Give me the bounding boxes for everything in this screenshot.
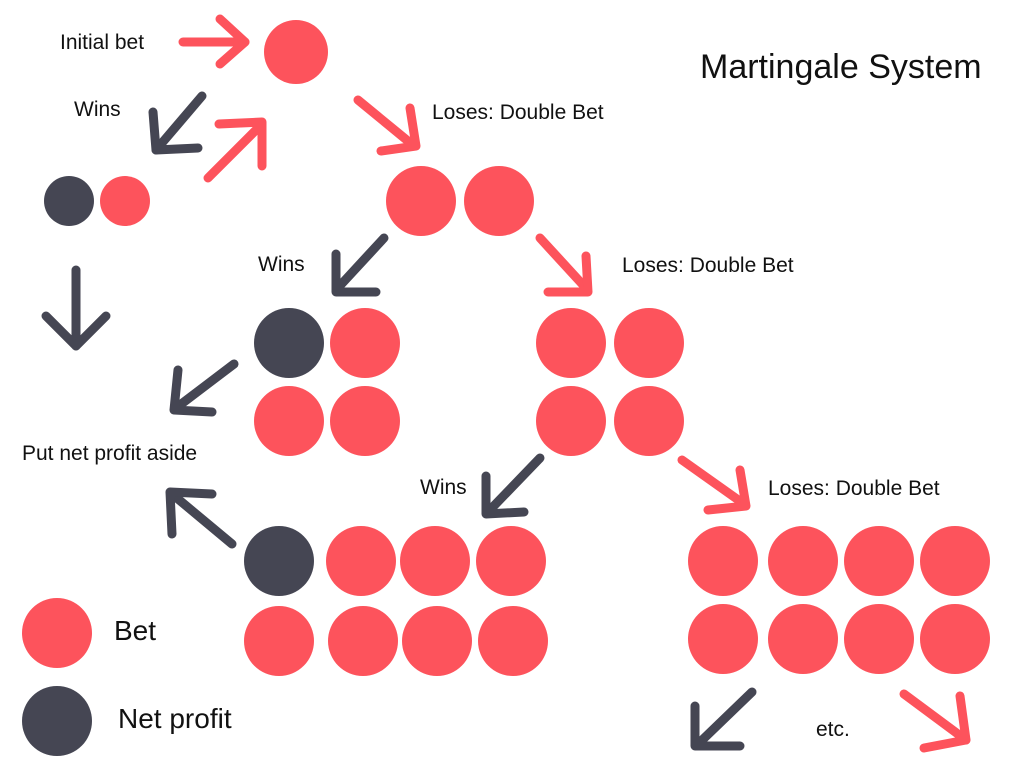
bet-chip xyxy=(768,604,838,674)
arrow-down-left-icon xyxy=(331,233,389,297)
bet-chip xyxy=(330,308,400,378)
profit-chip xyxy=(244,526,314,596)
arrow-down-left-icon xyxy=(690,687,757,751)
bet-chip xyxy=(264,20,328,84)
arrow-right-icon xyxy=(178,14,250,69)
bet-chip xyxy=(536,308,606,378)
label-wins-1: Wins xyxy=(74,98,121,121)
arrow-up-right-icon xyxy=(203,117,267,183)
label-loses-3: Loses: Double Bet xyxy=(768,477,940,500)
legend-bet-swatch xyxy=(22,598,92,668)
profit-chip xyxy=(254,308,324,378)
bet-chip xyxy=(464,166,534,236)
arrow-up-left-icon xyxy=(165,487,237,549)
bet-chip xyxy=(920,604,990,674)
bet-chip xyxy=(328,606,398,676)
arrow-down-right-icon xyxy=(535,233,593,297)
bet-chip xyxy=(688,604,758,674)
label-loses-2: Loses: Double Bet xyxy=(622,254,794,277)
profit-chip xyxy=(44,176,94,226)
label-etc: etc. xyxy=(816,718,850,741)
label-initial-bet: Initial bet xyxy=(60,31,145,54)
arrow-down-right-icon xyxy=(899,689,971,753)
bet-chip xyxy=(100,176,150,226)
arrow-down-right-icon xyxy=(353,95,421,156)
bet-chip xyxy=(478,606,548,676)
bet-chip xyxy=(476,526,546,596)
bet-chip xyxy=(326,526,396,596)
legend-bet-label: Bet xyxy=(114,615,157,646)
arrow-down-icon xyxy=(41,265,111,351)
label-put-aside: Put net profit aside xyxy=(22,442,198,465)
label-wins-2: Wins xyxy=(258,253,305,276)
bet-chip xyxy=(386,166,456,236)
arrow-down-left-icon xyxy=(481,453,545,519)
bet-chip xyxy=(844,604,914,674)
bet-chip xyxy=(536,386,606,456)
arrow-down-left-icon xyxy=(169,359,239,417)
bet-chip xyxy=(844,526,914,596)
diagram-title: Martingale System xyxy=(700,48,982,86)
label-wins-3: Wins xyxy=(420,476,467,499)
bet-chip xyxy=(688,526,758,596)
legend-profit-label: Net profit xyxy=(118,703,232,734)
bet-chip xyxy=(614,386,684,456)
label-loses-1: Loses: Double Bet xyxy=(432,101,604,124)
bet-chip xyxy=(254,386,324,456)
arrow-down-right-icon xyxy=(677,455,751,515)
bet-chip xyxy=(402,606,472,676)
bet-chip xyxy=(920,526,990,596)
bet-chip xyxy=(244,606,314,676)
bet-chip xyxy=(400,526,470,596)
bet-chip xyxy=(768,526,838,596)
bet-chip xyxy=(330,386,400,456)
arrow-down-left-icon xyxy=(148,91,207,155)
bet-chip xyxy=(614,308,684,378)
legend-profit-swatch xyxy=(22,686,92,756)
